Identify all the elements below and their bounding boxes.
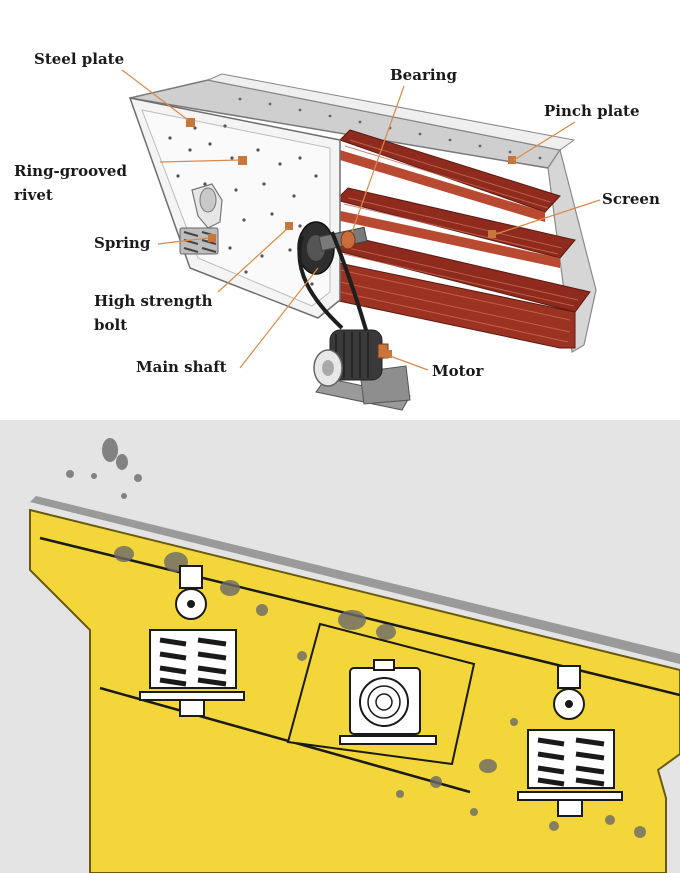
label-main-shaft: Main shaft — [136, 358, 227, 376]
label-spring: Spring — [94, 234, 151, 252]
screen-mesh — [339, 139, 579, 343]
right-spring-support — [517, 665, 623, 817]
vibrating-screen-3d-drawing: Steel plate Bearing Pinch plate Ring-gro… — [14, 50, 660, 411]
vibrating-screen-schematic-panel — [0, 420, 680, 873]
label-steel-plate: Steel plate — [34, 50, 124, 68]
label-markers — [186, 118, 516, 358]
left-spring-support — [139, 565, 245, 717]
exciter-box — [286, 622, 476, 766]
flywheel-belt — [297, 221, 368, 331]
rivet-dots — [168, 124, 318, 286]
label-rivet: rivet — [14, 186, 53, 204]
motor — [313, 329, 411, 411]
label-screen: Screen — [602, 190, 660, 208]
label-bolt: bolt — [94, 316, 127, 334]
top-rail-lip — [206, 73, 576, 151]
label-high-strength: High strength — [94, 292, 213, 310]
leader-lines — [121, 69, 601, 371]
label-motor: Motor — [432, 362, 485, 380]
vibrating-screen-3d-panel: Steel plate Bearing Pinch plate Ring-gro… — [0, 0, 680, 418]
label-pinch-plate: Pinch plate — [544, 102, 640, 120]
vibrating-screen-schematic — [29, 438, 680, 873]
gray-rail — [30, 496, 680, 664]
label-ring-grooved: Ring-grooved — [14, 162, 127, 180]
label-bearing: Bearing — [390, 66, 457, 84]
